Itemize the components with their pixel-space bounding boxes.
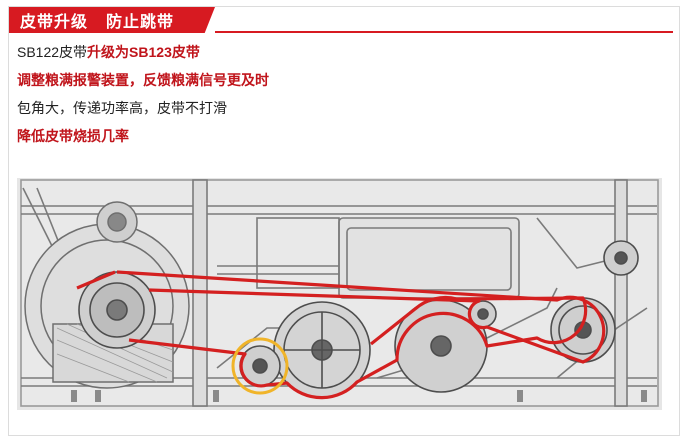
feature-wrap-angle: 包角大，传递功率高，皮带不打滑 <box>17 100 227 116</box>
feature-belt-model: SB122皮带升级为SB123皮带 <box>17 38 269 66</box>
belt-drive-diagram <box>17 178 662 410</box>
feature-reduce-burn: 降低皮带烧损几率 <box>17 128 129 144</box>
belt-drive-drawing <box>20 179 659 407</box>
title-underline <box>215 31 673 33</box>
title-belt-upgrade: 皮带升级 <box>20 14 89 31</box>
title-prevent-belt-jump: 防止跳带 <box>106 14 175 31</box>
feature-belt-model-prefix: SB122皮带 <box>17 44 88 60</box>
feature-belt-model-highlight: 升级为SB123皮带 <box>87 44 200 60</box>
feature-list: SB122皮带升级为SB123皮带 调整粮满报警装置，反馈粮满信号更及时 包角大… <box>17 38 269 150</box>
section-title-bar: 皮带升级 防止跳带 <box>9 7 215 33</box>
feature-grain-alarm: 调整粮满报警装置，反馈粮满信号更及时 <box>17 72 269 88</box>
